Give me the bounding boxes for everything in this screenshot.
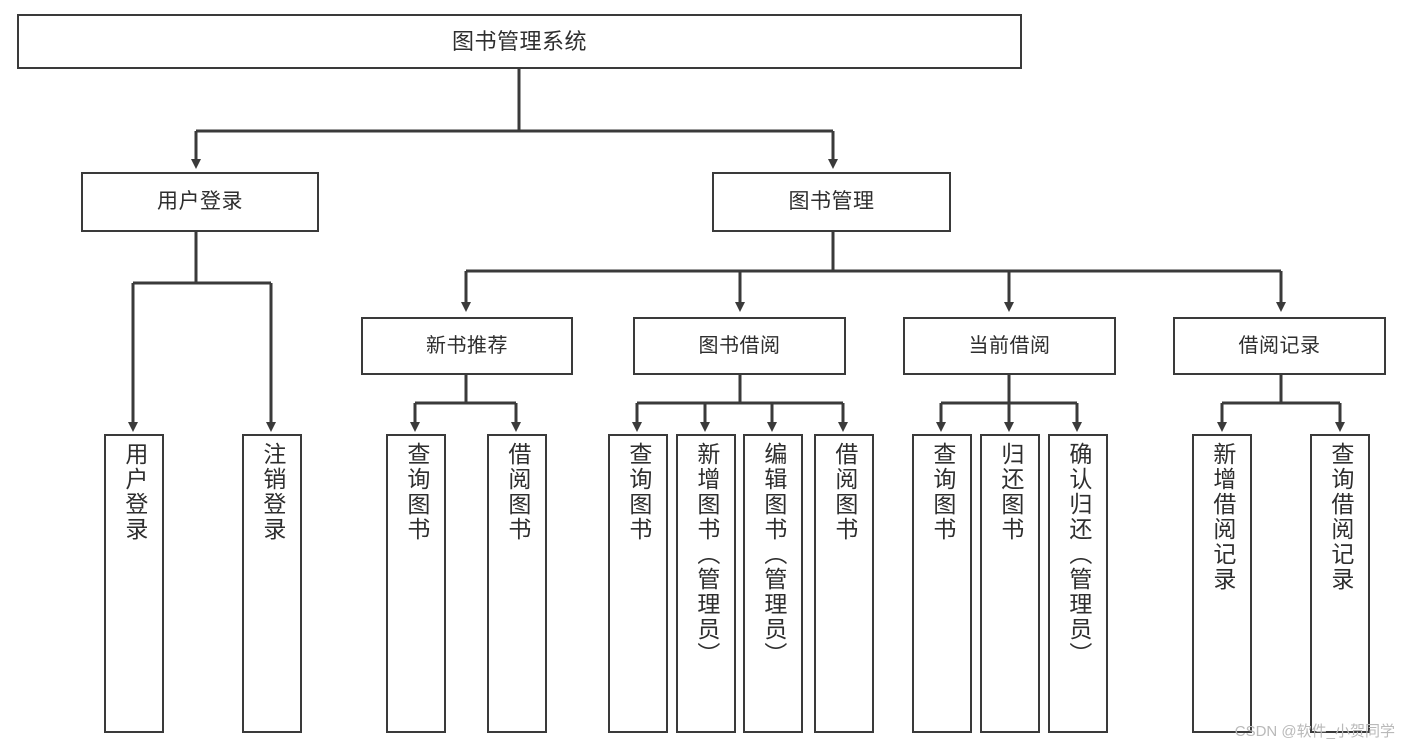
leaf-book-borrow-edit-book-admin[interactable]: 编辑图书（管理员）	[743, 434, 803, 733]
node-label: 查询图书	[625, 442, 652, 542]
leaf-current-borrow-confirm-return-admin[interactable]: 确认归还（管理员）	[1048, 434, 1108, 733]
node-label: 借阅图书	[831, 442, 858, 542]
node-label: 用户登录	[121, 442, 148, 542]
leaf-current-borrow-query-book[interactable]: 查询图书	[912, 434, 972, 733]
node-label: 借阅记录	[1238, 334, 1321, 357]
node-label: 借阅图书	[504, 442, 531, 542]
node-label: 新增图书（管理员）	[693, 442, 720, 667]
node-label: 新书推荐	[426, 334, 508, 357]
node-current-borrow[interactable]: 当前借阅	[903, 317, 1116, 375]
leaf-borrow-record-query-record[interactable]: 查询借阅记录	[1310, 434, 1370, 733]
leaf-user-login-logout[interactable]: 注销登录	[242, 434, 302, 733]
node-label: 查询图书	[403, 442, 430, 542]
node-book-management[interactable]: 图书管理	[712, 172, 951, 232]
node-label: 当前借阅	[968, 334, 1051, 357]
node-book-borrow[interactable]: 图书借阅	[633, 317, 846, 375]
node-root-book-management-system[interactable]: 图书管理系统	[17, 14, 1022, 69]
leaf-new-book-borrow-book[interactable]: 借阅图书	[487, 434, 547, 733]
node-new-book-recommend[interactable]: 新书推荐	[361, 317, 573, 375]
watermark-csdn: CSDN @软件_小贺同学	[1234, 723, 1395, 740]
node-label: 图书管理系统	[451, 28, 587, 54]
leaf-book-borrow-query-book[interactable]: 查询图书	[608, 434, 668, 733]
node-label: 图书管理	[788, 189, 875, 213]
node-label: 用户登录	[157, 189, 243, 213]
leaf-user-login-login[interactable]: 用户登录	[104, 434, 164, 733]
node-borrow-record[interactable]: 借阅记录	[1173, 317, 1386, 375]
leaf-current-borrow-return-book[interactable]: 归还图书	[980, 434, 1040, 733]
leaf-book-borrow-add-book-admin[interactable]: 新增图书（管理员）	[676, 434, 736, 733]
node-user-login[interactable]: 用户登录	[81, 172, 319, 232]
node-label: 归还图书	[997, 442, 1024, 542]
node-label: 图书借阅	[698, 334, 781, 357]
leaf-borrow-record-add-record[interactable]: 新增借阅记录	[1192, 434, 1252, 733]
node-label: 注销登录	[259, 442, 286, 542]
leaf-book-borrow-borrow-book[interactable]: 借阅图书	[814, 434, 874, 733]
node-label: 查询借阅记录	[1327, 442, 1354, 592]
node-label: 查询图书	[929, 442, 956, 542]
leaf-new-book-query-book[interactable]: 查询图书	[386, 434, 446, 733]
node-label: 新增借阅记录	[1209, 442, 1236, 592]
node-label: 确认归还（管理员）	[1065, 442, 1092, 667]
node-label: 编辑图书（管理员）	[760, 442, 787, 667]
